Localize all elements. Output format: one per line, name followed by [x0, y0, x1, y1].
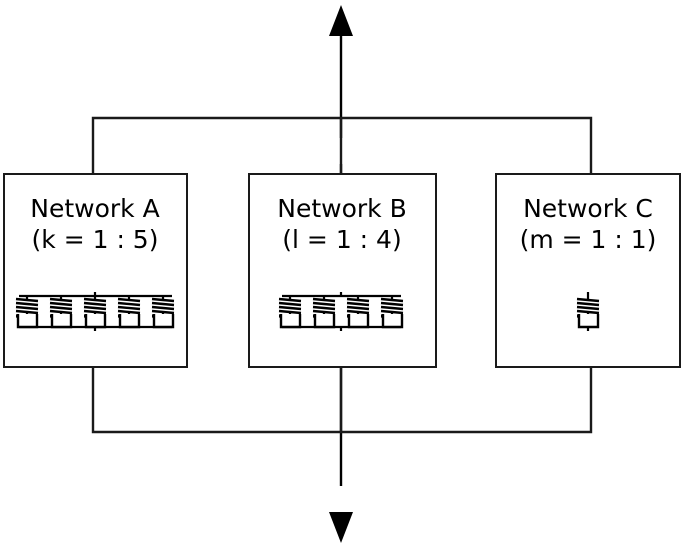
top-bus — [91, 116, 593, 176]
kelvin-voigt-unit — [278, 296, 302, 329]
kelvin-voigt-unit — [151, 296, 175, 329]
spring-icon — [49, 297, 73, 315]
network-b-elements — [278, 292, 404, 331]
kelvin-voigt-unit — [576, 292, 600, 331]
bottom-arrow-head-icon — [329, 512, 353, 543]
kelvin-voigt-unit — [380, 296, 404, 329]
spring-icon — [15, 297, 39, 315]
bottom-bus — [91, 365, 593, 434]
spring-icon — [312, 297, 336, 315]
network-a-elements — [15, 292, 175, 331]
dashpot-icon — [381, 314, 404, 329]
network-c-ratio: (m = 1 : 1) — [520, 225, 657, 254]
spring-icon — [380, 297, 404, 315]
kelvin-voigt-unit — [49, 296, 73, 329]
top-arrow-head-icon — [329, 5, 353, 36]
dashpot-icon — [50, 314, 73, 329]
dashpot-icon — [313, 314, 336, 329]
network-c-elements — [576, 292, 600, 331]
network-b-group[interactable]: Network B (l = 1 : 4) — [248, 173, 437, 368]
network-b-title: Network B — [277, 194, 406, 223]
dashpot-icon — [16, 314, 39, 329]
dashpot-icon — [347, 314, 370, 329]
kelvin-voigt-unit — [83, 296, 107, 329]
network-b-ratio: (l = 1 : 4) — [282, 225, 401, 254]
network-c-group[interactable]: Network C (m = 1 : 1) — [495, 173, 681, 368]
dashpot-icon — [152, 314, 175, 329]
network-c-title: Network C — [523, 194, 653, 223]
network-b-box[interactable] — [248, 173, 437, 368]
spring-icon — [151, 297, 175, 315]
kelvin-voigt-unit — [346, 296, 370, 329]
dashpot-icon — [279, 314, 302, 329]
network-a-group[interactable]: Network A (k = 1 : 5) — [3, 173, 188, 368]
kelvin-voigt-unit — [117, 296, 141, 329]
kelvin-voigt-unit — [15, 296, 39, 329]
kelvin-voigt-unit — [312, 296, 336, 329]
network-a-box[interactable] — [3, 173, 188, 368]
network-a-ratio: (k = 1 : 5) — [32, 225, 159, 254]
spring-icon — [83, 297, 107, 315]
top-force-arrow — [329, 5, 353, 173]
dashpot-icon — [84, 314, 107, 329]
dashpot-icon — [118, 314, 141, 329]
dashpot-icon — [577, 314, 600, 329]
network-c-box[interactable] — [495, 173, 681, 368]
network-a-title: Network A — [30, 194, 159, 223]
